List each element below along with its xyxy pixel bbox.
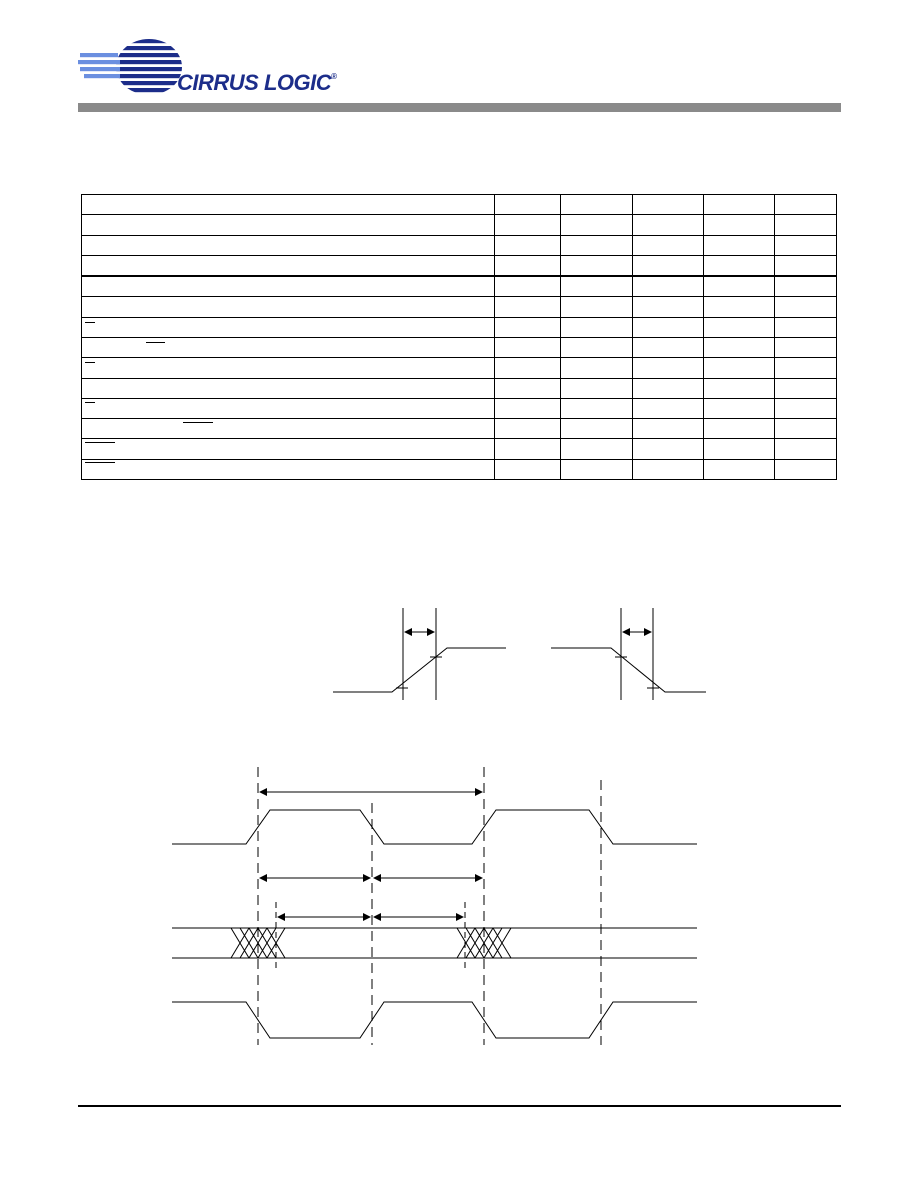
cirrus-logic-logo — [78, 39, 182, 93]
footer-rule — [78, 1105, 841, 1107]
table-row — [81, 234, 837, 256]
logo-wordmark: CIRRUS LOGIC® — [177, 70, 337, 95]
table-row — [81, 193, 837, 216]
spec-table — [81, 193, 837, 481]
table-cell — [774, 458, 837, 481]
table-row — [81, 418, 837, 440]
rise-fall-time-diagram — [333, 608, 706, 700]
header-rule — [78, 103, 841, 112]
overline-mark — [85, 462, 115, 463]
table-row — [81, 214, 837, 236]
overline-mark — [146, 342, 165, 343]
table-row — [81, 377, 837, 399]
overline-mark — [85, 402, 95, 403]
table-row — [81, 296, 837, 318]
table-cell — [774, 234, 837, 256]
overline-mark — [85, 442, 115, 443]
overline-mark — [85, 362, 95, 363]
overline-mark — [183, 422, 213, 423]
overline-mark — [85, 322, 95, 323]
clock-data-timing-diagram — [172, 767, 697, 1045]
table-row — [81, 458, 837, 481]
